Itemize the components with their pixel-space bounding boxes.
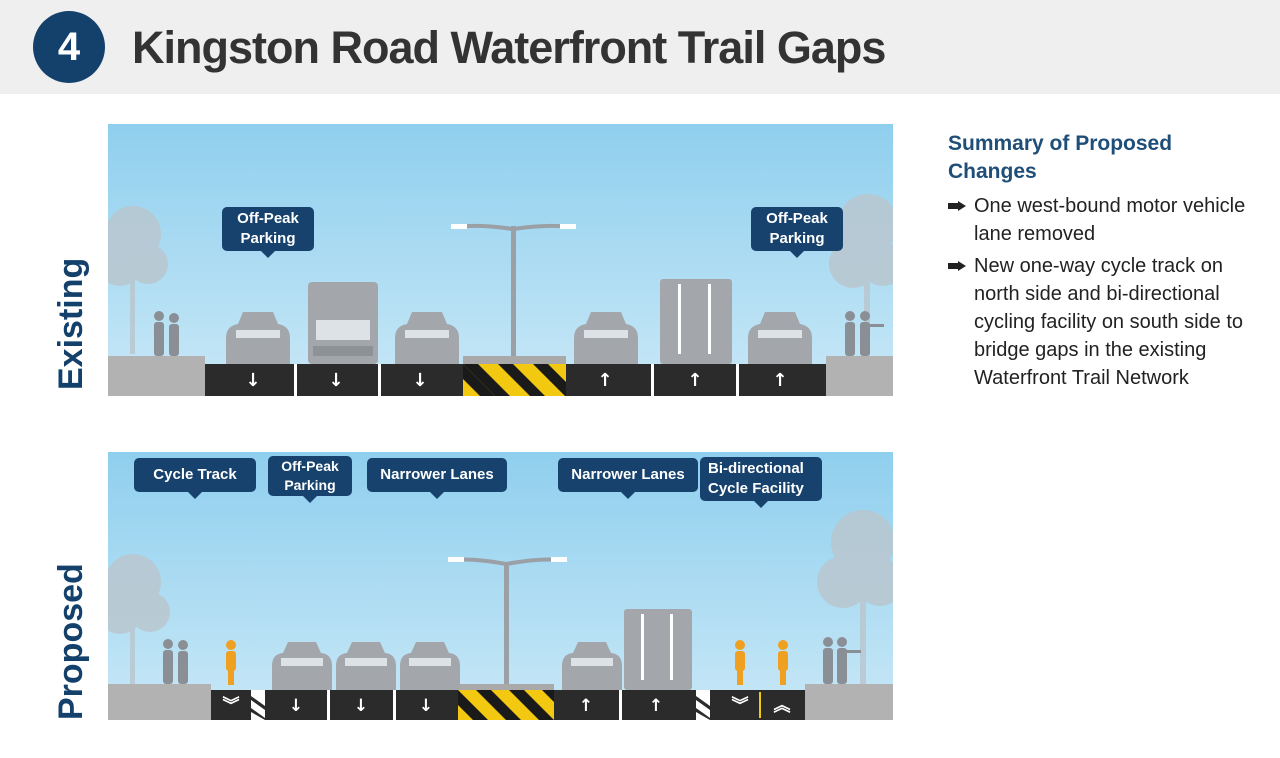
cyclist-icon <box>778 640 788 685</box>
lane-arrow: ↑ <box>579 696 593 716</box>
truck-icon <box>308 282 378 364</box>
callout-narrower-lanes: Narrower Lanes <box>558 458 698 499</box>
callout-cycle-track: Cycle Track <box>134 458 256 499</box>
summary-bullet-text: New one-way cycle track on north side an… <box>974 255 1244 389</box>
lane-arrow: ↓ <box>419 696 433 716</box>
pedestrian-icon <box>154 311 179 356</box>
lane-arrow: ↓ <box>412 370 427 391</box>
cyclist-icon <box>226 640 236 685</box>
lane-arrow: ↓ <box>245 370 260 391</box>
car-icon <box>562 642 622 690</box>
callout-narrower-lanes: Narrower Lanes <box>367 458 507 499</box>
lane-arrow: ↓ <box>354 696 368 716</box>
lane-arrow: ↑ <box>597 370 612 391</box>
arrow-bullet-icon <box>948 261 966 271</box>
lane-arrow: ↓ <box>328 370 343 391</box>
bike-lane-arrow: ︾ <box>223 696 240 716</box>
car-icon <box>226 312 290 364</box>
proposed-label: Proposed <box>52 563 90 720</box>
pedestrian-icon <box>845 311 884 356</box>
proposed-street-illustration: ︾ ↓ ↓ ↓ ↑ ↑ ︾ ︽ <box>108 510 893 720</box>
car-icon <box>336 642 396 690</box>
summary-panel: Summary of Proposed Changes One west-bou… <box>948 130 1258 396</box>
callout-bi-directional-cycle-facility: Bi-directional Cycle Facility <box>700 457 822 508</box>
summary-heading: Summary of Proposed Changes <box>948 132 1173 183</box>
street-light <box>451 223 576 356</box>
street-light <box>448 557 567 684</box>
summary-bullet: One west-bound motor vehicle lane remove… <box>948 192 1258 248</box>
existing-cross-section: ↓ ↓ ↓ ↑ ↑ ↑ Off-Peak Parking Off-Peak Pa… <box>108 124 893 396</box>
tree-icon <box>108 206 168 354</box>
lane-arrow: ↑ <box>772 370 787 391</box>
pedestrian-icon <box>163 639 188 684</box>
tree-icon <box>108 554 170 684</box>
buffer-stripes <box>251 690 710 720</box>
header-bar: 4 Kingston Road Waterfront Trail Gaps <box>0 0 1280 94</box>
car-icon <box>574 312 638 364</box>
tree-icon <box>829 194 893 356</box>
sidewalk <box>108 356 205 396</box>
proposed-cross-section: ︾ ↓ ↓ ↓ ↑ ↑ ︾ ︽ Cycle Track Off-Peak Par… <box>108 452 893 720</box>
bike-lane-arrow: ︾ <box>732 696 749 716</box>
truck-icon <box>660 279 732 364</box>
car-icon <box>272 642 332 690</box>
cyclist-icon <box>735 640 745 685</box>
section-number-badge: 4 <box>33 11 105 83</box>
existing-street-illustration: ↓ ↓ ↓ ↑ ↑ ↑ <box>108 194 893 396</box>
sidewalk <box>108 684 211 720</box>
lane-arrow: ↑ <box>687 370 702 391</box>
truck-icon <box>624 609 692 690</box>
pedestrian-icon <box>823 637 861 684</box>
summary-bullet-text: One west-bound motor vehicle lane remove… <box>974 195 1246 245</box>
arrow-bullet-icon <box>948 201 966 211</box>
car-icon <box>395 312 459 364</box>
lane-arrow: ↑ <box>649 696 663 716</box>
sidewalk <box>826 356 893 396</box>
median-hazard-stripes <box>463 356 566 396</box>
lane-arrow: ↓ <box>289 696 303 716</box>
callout-off-peak-parking: Off-Peak Parking <box>268 456 352 503</box>
sidewalk <box>805 684 893 720</box>
callout-off-peak-parking: Off-Peak Parking <box>222 207 314 258</box>
bike-lane-arrow: ︽ <box>774 696 791 716</box>
car-icon <box>400 642 460 690</box>
median-hazard-stripes <box>458 684 554 720</box>
page-title: Kingston Road Waterfront Trail Gaps <box>132 22 886 73</box>
car-icon <box>748 312 812 364</box>
summary-bullet: New one-way cycle track on north side an… <box>948 252 1258 392</box>
existing-label: Existing <box>52 257 90 390</box>
center-line <box>759 692 761 718</box>
callout-off-peak-parking: Off-Peak Parking <box>751 207 843 258</box>
tree-icon <box>817 510 893 684</box>
